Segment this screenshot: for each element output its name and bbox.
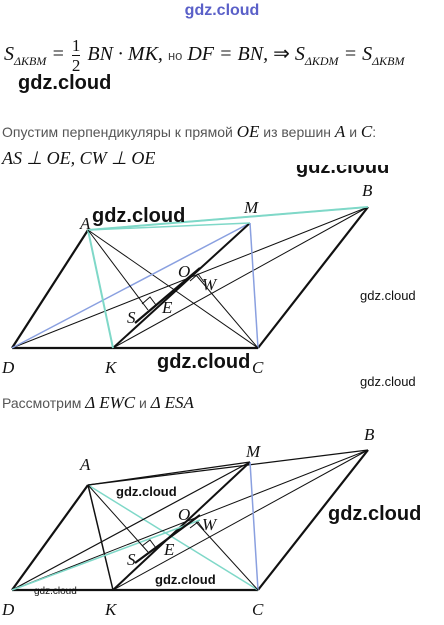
- edge-da: [11, 229, 89, 349]
- label-w: W: [202, 275, 218, 294]
- watermark-7: gdz.cloud: [116, 484, 177, 499]
- diag-ac: [87, 229, 259, 349]
- line-oe: [134, 267, 201, 324]
- svg-text:S: S: [127, 550, 136, 569]
- watermark-1: gdz.cloud: [18, 72, 112, 94]
- consider-text: Рассмотрим Δ EWC и Δ ESA: [2, 393, 194, 412]
- perp-as: [87, 229, 149, 311]
- watermark-3: gdz.cloud: [92, 205, 185, 227]
- svg-text:D: D: [1, 600, 15, 619]
- label-a: A: [79, 214, 91, 233]
- line-am: [87, 222, 251, 231]
- line-ab2: [87, 206, 369, 231]
- line-mc: [249, 222, 259, 349]
- line-kb: [112, 206, 369, 349]
- label-b: B: [362, 181, 373, 200]
- figure-2: D A B C M K O W S E gdz.cloud gdz.cloud …: [1, 425, 421, 619]
- watermark-6: gdz.cloud: [360, 374, 416, 389]
- svg-text:W: W: [202, 515, 218, 534]
- svg-text:E: E: [163, 540, 175, 559]
- perpendicular-statement: AS ⊥ OE, CW ⊥ OE: [2, 148, 156, 168]
- line-dm: [11, 222, 251, 349]
- label-o: O: [178, 262, 190, 281]
- figure-1: D A B C M K O W S E gdz.cloud gdz.cloud …: [1, 165, 416, 377]
- watermark-top: gdz.cloud: [184, 2, 260, 19]
- watermark-4: gdz.cloud: [360, 288, 416, 303]
- watermark-8: gdz.cloud: [328, 503, 421, 525]
- line-ak: [87, 229, 114, 349]
- svg-text:C: C: [252, 600, 264, 619]
- edge-bc: [257, 206, 369, 349]
- label-e: E: [161, 298, 173, 317]
- label-k: K: [104, 358, 118, 377]
- label-m: M: [243, 198, 259, 217]
- perp-cw: [195, 274, 259, 349]
- svg-text:K: K: [104, 600, 118, 619]
- watermark-2: gdz.cloud: [296, 165, 389, 178]
- svg-text:B: B: [364, 425, 375, 444]
- label-c: C: [252, 358, 264, 377]
- perpendicular-text: Опустим перпендикуляры к прямой OE из ве…: [2, 122, 377, 141]
- line-km: [112, 222, 251, 349]
- label-d: D: [1, 358, 15, 377]
- label-s: S: [127, 308, 136, 327]
- watermark-5: gdz.cloud: [157, 351, 250, 373]
- svg-text:M: M: [245, 442, 261, 461]
- svg-text:O: O: [178, 505, 190, 524]
- watermark-10: gdz.cloud: [34, 586, 77, 597]
- svg-text:A: A: [79, 455, 91, 474]
- watermark-9: gdz.cloud: [155, 572, 216, 587]
